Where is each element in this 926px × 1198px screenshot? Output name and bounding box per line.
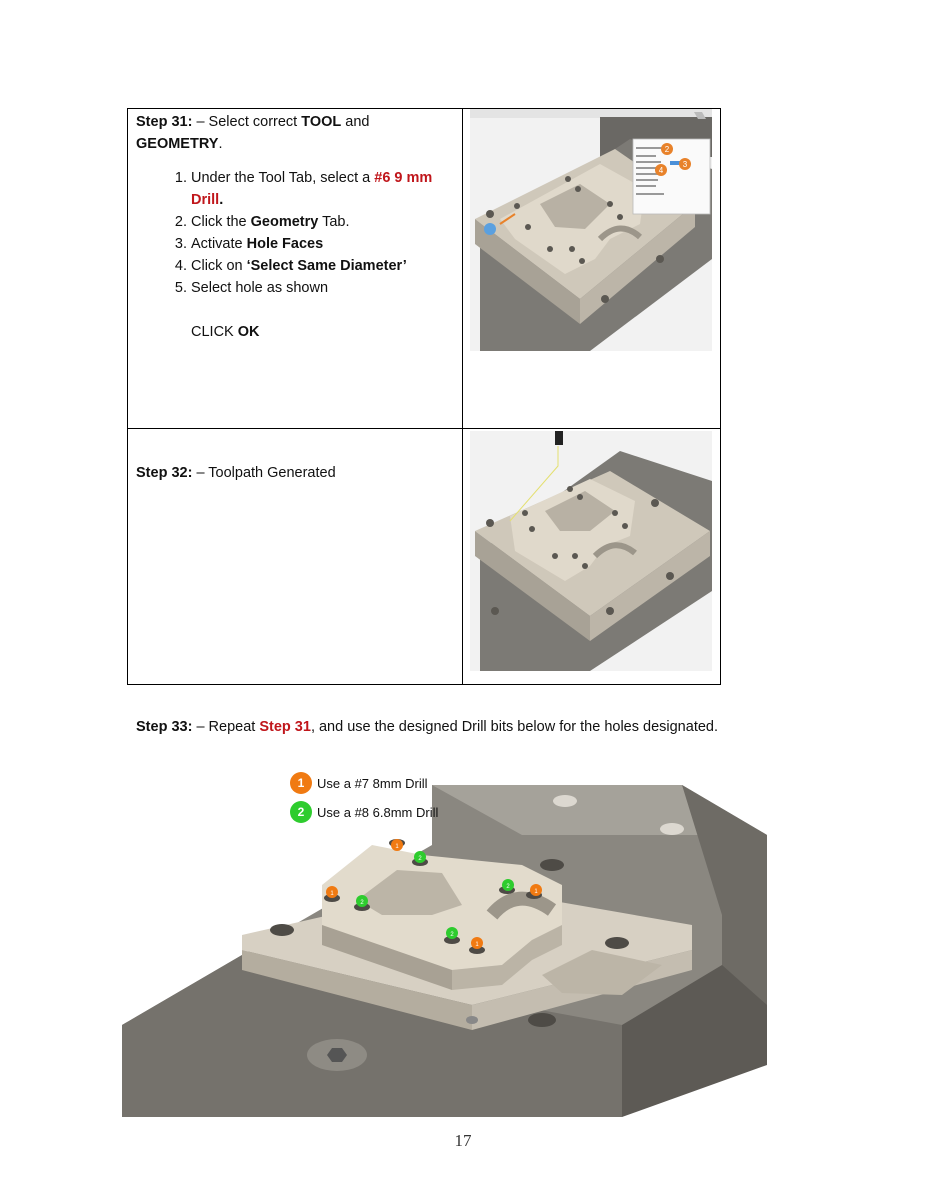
list-item: Activate Hole Faces [191, 233, 456, 255]
step33-dash: – [192, 719, 209, 735]
marker-1: 1 [395, 844, 399, 850]
marker-1: 1 [534, 889, 538, 895]
callout-2: 2 [665, 145, 670, 154]
item-bold: Hole Faces [246, 236, 324, 252]
step31-row: Step 31: – Select correct TOOL and GEOME… [128, 109, 720, 429]
list-item: Select hole as shown [191, 277, 456, 299]
item-post: . [219, 192, 224, 208]
page-number: 17 [454, 1131, 472, 1150]
steps-table: Step 31: – Select correct TOOL and GEOME… [127, 108, 721, 685]
step31-text-cell: Step 31: – Select correct TOOL and GEOME… [136, 111, 456, 343]
list-item: Click on ‘Select Same Diameter’ [191, 255, 456, 277]
item-bold: ‘Select Same Diameter’ [246, 258, 407, 274]
step31-dash: – [192, 114, 209, 130]
legend-num-2: 2 [298, 805, 305, 819]
step31-list: Under the Tool Tab, select a #6 9 mm Dri… [136, 167, 456, 299]
step33-ref: Step 31 [259, 719, 311, 735]
callout-4: 4 [659, 166, 664, 175]
ok-word: OK [237, 324, 260, 340]
click-ok-line: CLICK OK [191, 321, 456, 343]
step31-heading: Step 31: – Select correct TOOL and GEOME… [136, 111, 456, 155]
column-divider [462, 109, 463, 684]
click-text: CLICK [191, 324, 238, 340]
marker-1: 1 [475, 942, 479, 948]
step32-text-cell: Step 32: – Toolpath Generated [136, 462, 456, 484]
item-bold: Geometry [250, 214, 319, 230]
item-text: Activate [191, 236, 247, 252]
legend-text-1: Use a #7 8mm Drill [317, 776, 428, 791]
step33-text: Step 33: – Repeat Step 31, and use the d… [136, 719, 718, 735]
and-word: and [341, 114, 370, 130]
callout-3: 3 [683, 160, 688, 169]
legend-marker-green [290, 801, 312, 823]
step32-label: Step 32: [136, 465, 193, 481]
marker-1: 1 [330, 891, 334, 897]
item-text: Click the [191, 214, 251, 230]
hole-markers: 1 2 1 2 2 1 2 1 [326, 839, 542, 949]
step31-label: Step 31: [136, 114, 193, 130]
drill-legend: 1 Use a #7 8mm Drill 2 Use a #8 6.8mm Dr… [290, 772, 438, 823]
item-text: Click on [191, 258, 247, 274]
legend-marker-orange [290, 772, 312, 794]
marker-2: 2 [418, 856, 422, 862]
marker-2: 2 [450, 932, 454, 938]
tool-word: TOOL [301, 114, 342, 130]
drill-assignment-render: 1 2 1 2 2 1 2 1 1 Use a #7 8mm Drill 2 U… [122, 765, 767, 1117]
item-post: Tab. [318, 214, 350, 230]
legend-num-1: 1 [298, 776, 305, 790]
step32-screenshot [470, 431, 712, 671]
step32-text: Toolpath Generated [208, 465, 336, 481]
marker-2: 2 [360, 900, 364, 906]
step33-post: , and use the designed Drill bits below … [310, 719, 718, 735]
geometry-word: GEOMETRY [136, 136, 219, 152]
step33-label: Step 33: [136, 719, 193, 735]
step31-intro: Select correct [208, 114, 302, 130]
legend-text-2: Use a #8 6.8mm Drill [317, 805, 438, 820]
step32-dash: – [192, 465, 209, 481]
step31-screenshot: 2 3 4 [470, 109, 712, 351]
list-item: Click the Geometry Tab. [191, 211, 456, 233]
period: . [218, 136, 223, 152]
drill-highlight: #6 9 mm Drill [191, 170, 433, 208]
item-text: Select hole as shown [191, 280, 329, 296]
step33-pre: Repeat [208, 719, 260, 735]
item-text: Under the Tool Tab, select a [191, 170, 375, 186]
step32-row: Step 32: – Toolpath Generated [128, 429, 720, 684]
list-item: Under the Tool Tab, select a #6 9 mm Dri… [191, 167, 456, 211]
marker-2: 2 [506, 884, 510, 890]
